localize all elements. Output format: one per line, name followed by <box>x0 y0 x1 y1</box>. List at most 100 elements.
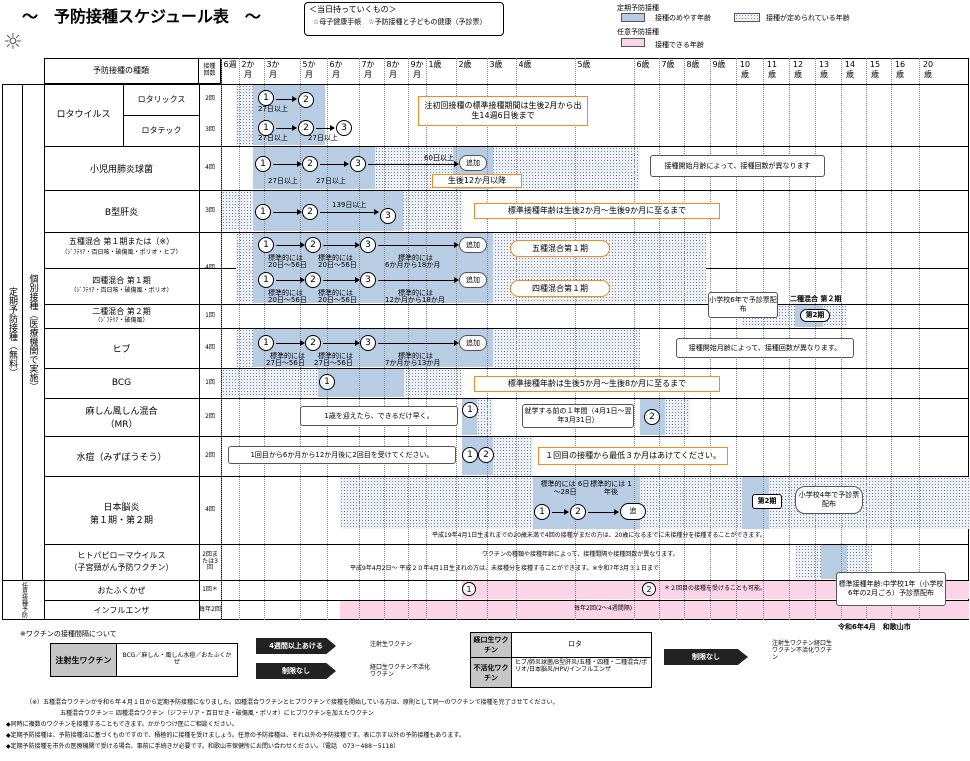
note-bcg: 標準接種年齢は生後5か月～生後8か月に至るまで <box>474 376 720 392</box>
note-hepb: 標準接種年齢は生後2か月～生後9か月に至るまで <box>474 203 720 219</box>
tag-kuwaeru: 追加 <box>459 335 487 351</box>
age-label: 5歳 <box>577 60 591 69</box>
row-line <box>44 232 969 233</box>
label-dpt4: 四種混合 第１期 <box>92 276 151 285</box>
note-hpv-box: 標準接種年齢:中学校1年（小学校6年の2月ごろ）予診票配布 <box>836 572 946 606</box>
header-doses: 接種回数 <box>199 58 221 84</box>
dose-circle: 1 <box>319 374 335 390</box>
tag-27: 27日以上 <box>268 177 298 185</box>
row-line <box>44 580 969 581</box>
dose-bcg: 1回 <box>205 378 215 386</box>
note-pneumo: 接種開始月齢によって、接種回数が異なります <box>650 155 825 177</box>
tag-std: 標準的には <box>318 289 353 297</box>
age-label: 7歳 <box>661 60 675 69</box>
dose-circle: 2 <box>570 504 586 520</box>
tag-60: 60日以上 <box>424 154 454 162</box>
footer-1: （※）五種混合ワクチンが令和６年４月１日から定期予防接種になりました。四種混合ワ… <box>26 699 559 706</box>
label-mumps: おたふくかぜ <box>97 585 146 595</box>
row-line <box>44 328 969 329</box>
label-hepb: B型肝炎 <box>104 207 139 218</box>
label-hpv: ヒトパピローマウイルス <box>77 551 166 560</box>
dose-rotateq: 3回 <box>205 126 215 134</box>
grid-line <box>891 58 892 620</box>
grid-line <box>384 58 385 620</box>
dose-circle: 3 <box>336 120 352 136</box>
age-label: 5か月 <box>302 60 316 79</box>
dose-circle: 1 <box>258 272 274 288</box>
tag-kuwaeru: 追加 <box>459 155 487 171</box>
age-label: 6歳 <box>636 60 650 69</box>
label-mr: 麻しん風しん混合 <box>85 407 158 417</box>
tag-std: 標準的には <box>270 352 305 360</box>
dose-circle: 1 <box>258 237 274 253</box>
schedule-table <box>44 58 969 620</box>
note-flu: 毎年2回(2～4週間隔) <box>574 605 633 612</box>
label-bcg: BCG <box>111 378 132 388</box>
note-mumps: ＊２回目の接種を受けることも可能。 <box>664 585 767 592</box>
bar-je-blue1 <box>533 477 640 529</box>
note-je-box: 小学校4年で予診票配布 <box>795 486 863 514</box>
tag-2756: 27日～56日 <box>314 359 353 367</box>
tag-std: 標準的には <box>398 289 433 297</box>
interval-oral-list: ロタ <box>512 632 652 658</box>
note-dpt4: 四種混合第１期 <box>510 280 610 297</box>
tag-2056: 20日～56日 <box>318 296 357 304</box>
dose-circle: 1 <box>258 120 274 136</box>
dose-circle: 3 <box>380 208 396 224</box>
label-pneumo: 小児用肺炎球菌 <box>89 164 153 175</box>
tag-713: 7か月から13か月 <box>385 359 441 367</box>
note-mr-school: 就学する前の１年間（4月1日～翌年3月31日） <box>522 404 634 428</box>
side-teiki: 定期予防接種（無料） <box>7 287 17 377</box>
grid-line <box>866 58 867 620</box>
age-label: 15歳 <box>869 60 881 79</box>
bar-mr-hatch1 <box>477 399 493 435</box>
dose-circle: 1 <box>462 402 478 418</box>
grid-line <box>456 58 457 620</box>
tag-je-ki2: 第2期 <box>752 494 782 509</box>
tag-std: 標準的には <box>268 254 303 262</box>
dose-circle: 1 <box>258 90 274 106</box>
legend-nini: 任意予防接種 <box>617 28 659 36</box>
bring-items: ☆母子健康手帳 ☆予防接種と子どもの健康（予診票） <box>313 18 487 26</box>
dose-circle: 2 <box>478 447 494 463</box>
label-flu: インフルエンザ <box>93 605 150 615</box>
interval-nolimit: 制限なし <box>256 663 336 679</box>
age-label: 7か月 <box>361 60 375 79</box>
age-label: 9歳 <box>712 60 726 69</box>
dose-circle: 2 <box>302 204 318 220</box>
age-label: 6週 <box>223 60 237 69</box>
tag-std: 標準的には <box>398 254 433 262</box>
dose-circle: 1 <box>534 504 550 520</box>
age-label: 11歳 <box>766 60 778 79</box>
dose-je: 4回 <box>205 505 215 513</box>
dose-circle: 2 <box>305 237 321 253</box>
legend-blue-label: 接種のめやす年齢 <box>655 14 711 22</box>
dose-circle: 3 <box>360 335 376 351</box>
age-label: 8か月 <box>386 60 400 79</box>
grid-line <box>659 58 660 620</box>
note-dpt5: 五種混合第１期 <box>510 240 610 257</box>
label-dpt5-sub: （ｼﾞﾌﾃﾘｱ・百日咳・破傷風・ポリオ・ヒブ） <box>61 249 182 256</box>
bar-mr-hatch2 <box>665 399 690 435</box>
row-line <box>44 190 969 191</box>
age-label: 16歳 <box>894 60 906 79</box>
interval-heading: ※ワクチンの接種間隔について <box>20 630 117 638</box>
tag-139: 139日以上 <box>332 201 367 209</box>
label-je: 日本脳炎 <box>103 503 140 513</box>
dose-circle: 3 <box>360 237 376 253</box>
note-hpv2: 平成9年4月2日～ 平成２０年4月1日生まれの方は、未接種分を接種することができ… <box>350 565 660 572</box>
tag-2056: 20日～56日 <box>318 261 357 269</box>
age-label: 2か月 <box>241 60 255 79</box>
dose-circle: 2 <box>298 92 314 108</box>
age-label: 3歳 <box>489 60 503 69</box>
grid-line <box>300 58 301 620</box>
note-vari-std: １回目の接種から最低３か月はあけてください。 <box>538 447 728 465</box>
dose-circle: 2 <box>302 156 318 172</box>
legend-pink-label: 接種できる年齢 <box>655 41 704 49</box>
dose-dpt: 4回 <box>205 263 215 271</box>
tag-std: 標準的には <box>318 254 353 262</box>
dose-vari: 2回 <box>205 451 215 459</box>
side-nini: 任意接種予防 <box>20 582 28 618</box>
grid-line <box>487 58 488 620</box>
dose-dt2: 1回 <box>205 311 215 319</box>
